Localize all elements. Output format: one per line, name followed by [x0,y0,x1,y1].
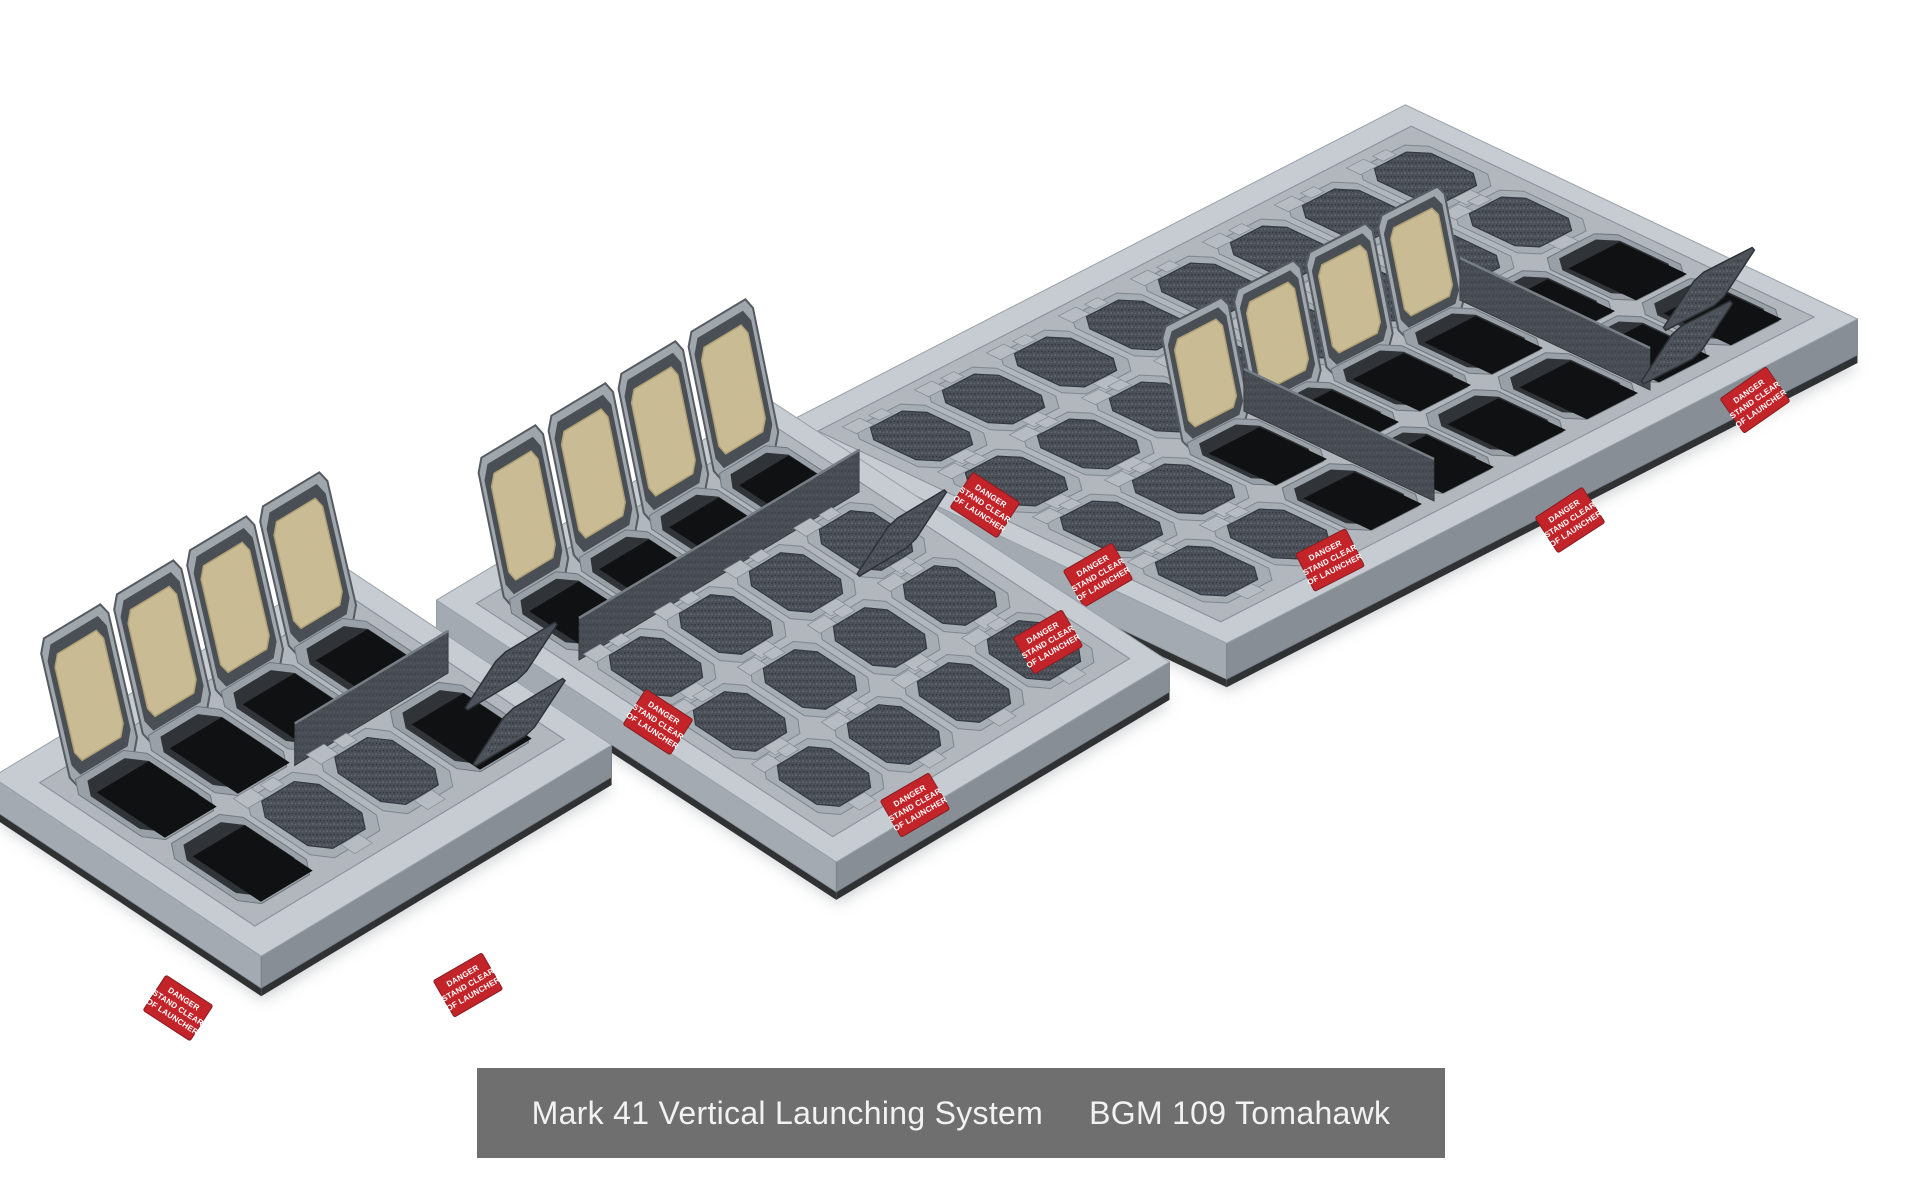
caption-title: Mark 41 Vertical Launching System [531,1094,1044,1131]
caption-subtitle: BGM 109 Tomahawk [1089,1094,1391,1131]
caption-bar: Mark 41 Vertical Launching System BGM 10… [477,1068,1445,1158]
